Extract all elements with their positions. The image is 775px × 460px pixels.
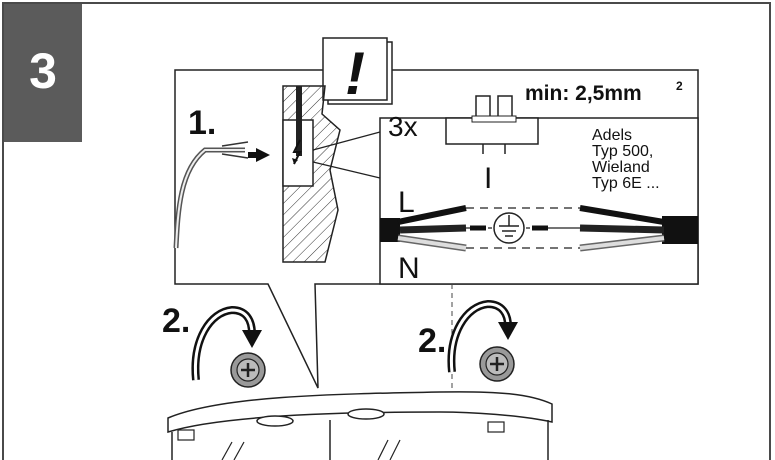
substep-2-label-right: 2. — [418, 322, 446, 360]
warning-sign: ! — [322, 37, 393, 107]
live-label: L — [398, 186, 415, 219]
lightning-icon — [292, 139, 302, 165]
substep-2-label-left: 2. — [162, 302, 190, 340]
rotate-arrow-icon-right — [447, 299, 518, 373]
cable-in-wall — [296, 86, 302, 156]
brand-line-4: Typ 6E ... — [592, 175, 660, 192]
brand-line-2: Typ 500, — [592, 143, 653, 160]
wiring-diagram — [380, 205, 698, 252]
wiring-detail-box — [379, 117, 699, 285]
connector-quantity: 3x — [388, 111, 418, 142]
cabinet-top — [167, 391, 553, 460]
supply-cable — [173, 141, 270, 249]
marker-i: I — [484, 162, 492, 195]
warning-symbol: ! — [345, 40, 365, 107]
arrow-right-icon — [256, 148, 270, 162]
brand-line-3: Wieland — [592, 159, 650, 176]
rotate-arrow-icon-left — [191, 305, 262, 381]
min-cross-section: min: 2,5mm — [525, 82, 642, 105]
substep-1-label: 1. — [188, 104, 216, 142]
wall-section — [282, 85, 381, 263]
neutral-label: N — [398, 252, 420, 285]
step-badge — [4, 4, 82, 142]
screw-cap-icon-right — [479, 346, 515, 382]
step-number: 3 — [29, 43, 57, 99]
terminal-block-icon — [445, 95, 539, 154]
min-cross-section-superscript: 2 — [676, 79, 683, 93]
screw-cap-icon-left — [230, 352, 266, 388]
brand-line-1: Adels — [592, 127, 632, 144]
ground-symbol-icon — [493, 212, 525, 244]
